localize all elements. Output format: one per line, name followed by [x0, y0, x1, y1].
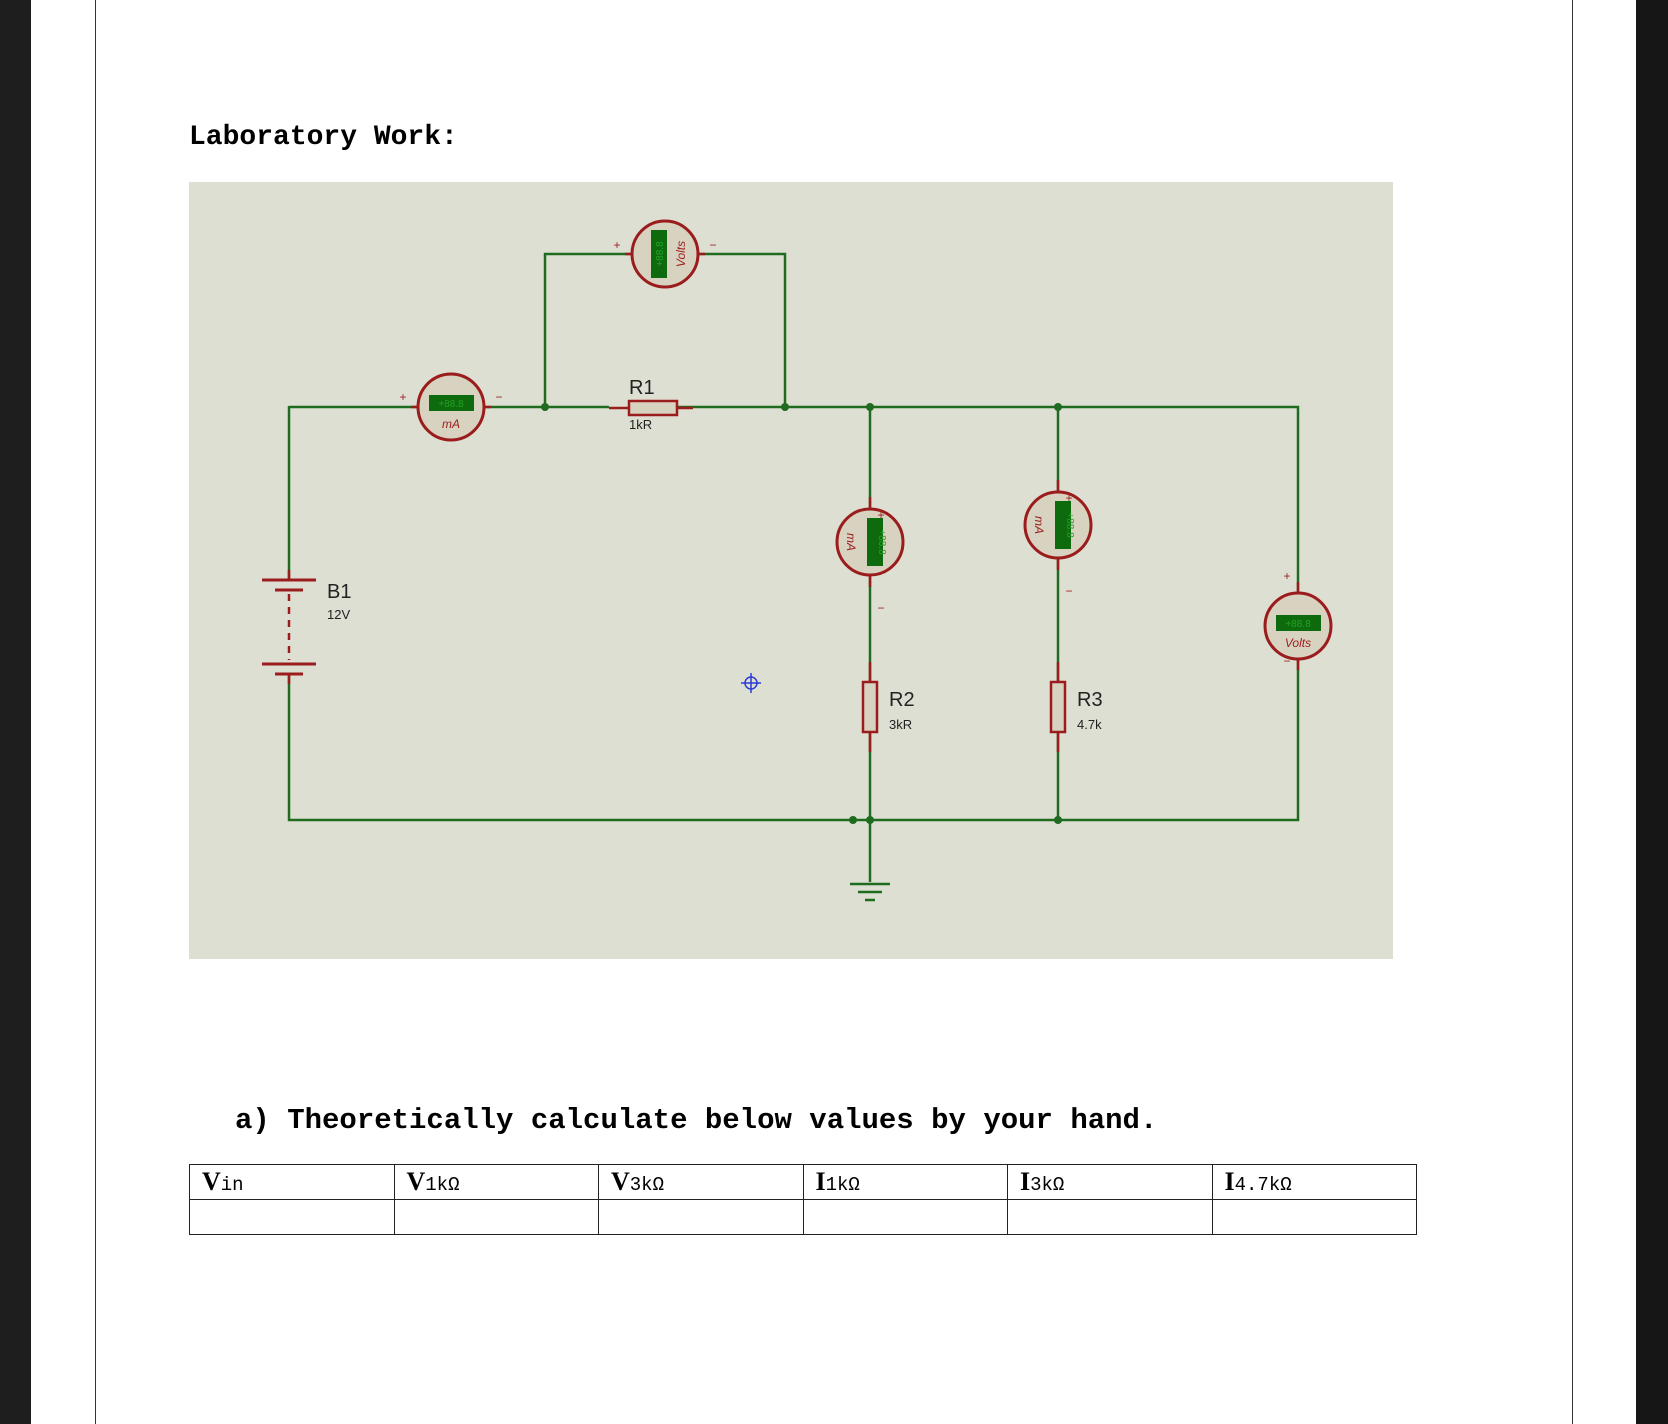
ammeter-r3: +88.8 mA + − — [1023, 480, 1093, 598]
ammeter-main-readout: +88.8 — [438, 399, 464, 410]
resistor-r1: R1 1kR — [609, 377, 693, 432]
ammeter-r2-minus: − — [877, 601, 884, 615]
voltmeter-out-readout: +88.8 — [1285, 619, 1311, 630]
r2-name-label: R2 — [889, 689, 915, 711]
voltmeter-r1-plus: + — [613, 238, 620, 252]
battery-value-label: 12V — [327, 607, 350, 622]
ammeter-r3-plus: + — [1065, 491, 1072, 505]
header-i-3k: I3kΩ — [1007, 1164, 1213, 1200]
left-page-border — [95, 0, 96, 1424]
ammeter-r3-unit: mA — [1032, 516, 1046, 534]
battery-b1: B1 12V — [262, 570, 351, 684]
header-v-in: Vin — [189, 1164, 395, 1200]
ammeter-r2-unit: mA — [844, 533, 858, 551]
cell-v-in[interactable] — [189, 1199, 395, 1235]
ammeter-main: +88.8 mA + − — [399, 372, 503, 442]
header-v-3k: V3kΩ — [598, 1164, 804, 1200]
voltmeter-r1-unit: Volts — [674, 241, 688, 267]
section-heading: Laboratory Work: — [189, 122, 458, 153]
header-v-1k: V1kΩ — [393, 1164, 599, 1200]
ammeter-main-plus: + — [399, 390, 406, 404]
junction-dots — [541, 403, 1062, 824]
crosshair-cursor-icon — [741, 673, 761, 693]
voltmeter-out: +88.8 Volts + − — [1263, 569, 1333, 670]
cell-v-1k[interactable] — [393, 1199, 599, 1235]
circuit-schematic: B1 12V R1 1kR R2 3kR R3 4.7k +88.8 mA + … — [189, 182, 1393, 959]
right-page-border — [1572, 0, 1573, 1424]
cell-i-3k[interactable] — [1007, 1199, 1213, 1235]
resistor-r2: R2 3kR — [861, 662, 915, 752]
cell-i-1k[interactable] — [802, 1199, 1008, 1235]
r1-name-label: R1 — [629, 377, 655, 399]
schematic-background — [189, 182, 1393, 959]
ground-symbol — [850, 882, 890, 902]
voltmeter-r1-minus: − — [709, 238, 716, 252]
values-table: Vin V1kΩ V3kΩ I1kΩ I3kΩ I4.7kΩ — [189, 1164, 1417, 1235]
ammeter-r2-plus: + — [877, 508, 884, 522]
window-edge — [1636, 0, 1668, 1424]
voltmeter-r1: +88.8 Volts + − — [613, 219, 717, 289]
table-header-row: Vin V1kΩ V3kΩ I1kΩ I3kΩ I4.7kΩ — [189, 1164, 1417, 1200]
header-i-1k: I1kΩ — [802, 1164, 1008, 1200]
table-row — [189, 1199, 1417, 1235]
ammeter-main-minus: − — [495, 390, 502, 404]
voltmeter-out-unit: Volts — [1285, 636, 1311, 650]
header-i-4-7k: I4.7kΩ — [1211, 1164, 1417, 1200]
r1-value-label: 1kR — [629, 417, 652, 432]
cell-v-3k[interactable] — [598, 1199, 804, 1235]
ammeter-r3-readout: +88.8 — [1064, 512, 1075, 538]
ammeter-r2: +88.8 mA + − — [835, 497, 905, 615]
ammeter-r3-minus: − — [1065, 584, 1072, 598]
resistor-r3: R3 4.7k — [1049, 662, 1103, 752]
voltmeter-out-minus: − — [1283, 654, 1290, 668]
r3-value-label: 4.7k — [1077, 717, 1102, 732]
r3-name-label: R3 — [1077, 689, 1103, 711]
question-text: a) Theoretically calculate below values … — [235, 1104, 1158, 1137]
voltmeter-out-plus: + — [1283, 569, 1290, 583]
cell-i-4-7k[interactable] — [1211, 1199, 1417, 1235]
r2-value-label: 3kR — [889, 717, 912, 732]
voltmeter-r1-readout: +88.8 — [655, 241, 666, 267]
battery-name-label: B1 — [327, 581, 351, 603]
ammeter-main-unit: mA — [442, 417, 460, 431]
ammeter-r2-readout: +88.8 — [876, 529, 887, 555]
